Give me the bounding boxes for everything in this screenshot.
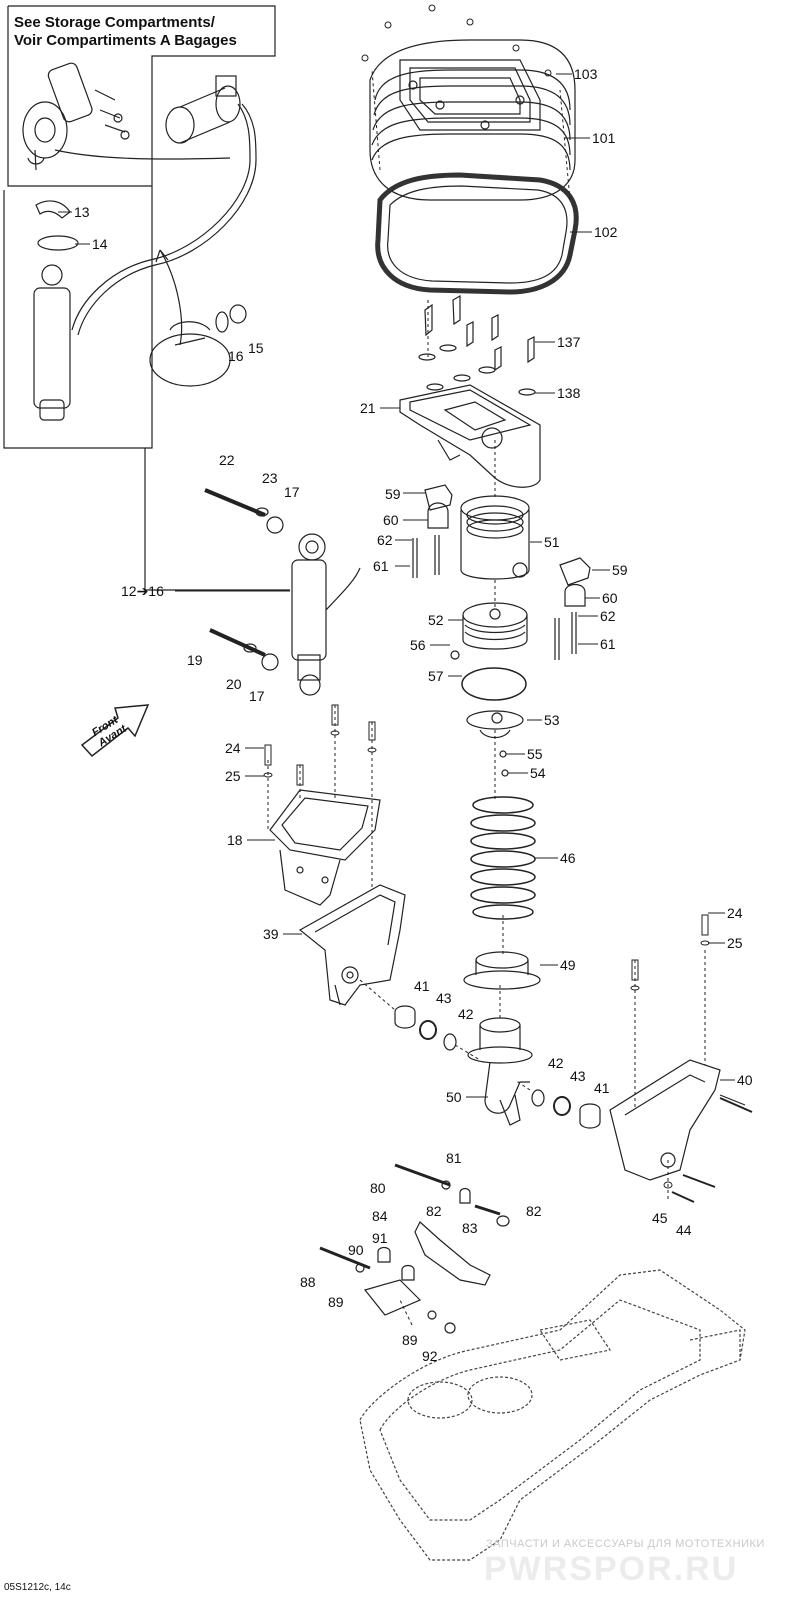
callout-62-left: 62	[377, 532, 393, 548]
inset-title-line1: See Storage Compartments/	[14, 14, 215, 31]
callout-16-inset: 16	[228, 348, 244, 364]
frame-drawing	[359, 1269, 746, 1561]
callout-23: 23	[262, 470, 278, 486]
inset-box	[3, 5, 290, 591]
callout-42-right: 42	[548, 1055, 564, 1071]
spring-46-drawing	[470, 796, 536, 920]
callout-17-lower: 17	[249, 688, 265, 704]
linkage-drawing	[319, 1163, 510, 1334]
callout-25-left: 25	[225, 768, 241, 784]
callout-101: 101	[592, 130, 616, 146]
callout-22: 22	[219, 452, 235, 468]
diagram-code: 05S1212c, 14c	[4, 1582, 71, 1593]
watermark-caption: ЗАПЧАСТИ И АКСЕССУАРЫ ДЛЯ МОТОТЕХНИКИ	[486, 1538, 765, 1550]
callout-52: 52	[428, 612, 444, 628]
leader-lines	[58, 73, 735, 1098]
callout-25-right: 25	[727, 935, 743, 951]
callout-61-right: 61	[600, 636, 616, 652]
callout-21: 21	[360, 400, 376, 416]
callout-55: 55	[527, 746, 543, 762]
callout-90: 90	[348, 1242, 364, 1258]
callout-39: 39	[263, 926, 279, 942]
callout-103: 103	[574, 66, 598, 82]
callout-89-lower: 89	[402, 1332, 418, 1348]
callout-18: 18	[227, 832, 243, 848]
callout-13: 13	[74, 204, 90, 220]
strut-50-drawing	[467, 1017, 533, 1126]
callout-61-left: 61	[373, 558, 389, 574]
callout-92: 92	[422, 1348, 438, 1364]
callout-24-left: 24	[225, 740, 241, 756]
callout-60-left: 60	[383, 512, 399, 528]
callout-57: 57	[428, 668, 444, 684]
callout-24-right: 24	[727, 905, 743, 921]
callout-80: 80	[370, 1180, 386, 1196]
housing-21-drawing	[399, 294, 541, 488]
inset-title-line2: Voir Compartiments A Bagages	[14, 32, 237, 49]
callout-82-right: 82	[526, 1203, 542, 1219]
assembly-axes	[267, 300, 706, 1326]
callout-45: 45	[652, 1210, 668, 1226]
callout-42-left: 42	[458, 1006, 474, 1022]
bracket-39-drawing	[298, 884, 406, 1006]
callout-40: 40	[737, 1072, 753, 1088]
callout-43-left: 43	[436, 990, 452, 1006]
front-arrow-icon	[80, 704, 150, 758]
callout-17-upper: 17	[284, 484, 300, 500]
callout-56: 56	[410, 637, 426, 653]
callout-46: 46	[560, 850, 576, 866]
shock-17-drawing	[204, 488, 361, 696]
callout-14: 14	[92, 236, 108, 252]
callout-19: 19	[187, 652, 203, 668]
callout-20: 20	[226, 676, 242, 692]
callout-88: 88	[300, 1274, 316, 1290]
callout-60-right: 60	[602, 590, 618, 606]
inset-reservoir-drawing	[22, 62, 257, 336]
callout-91: 91	[372, 1230, 388, 1246]
callout-84: 84	[372, 1208, 388, 1224]
callout-51: 51	[544, 534, 560, 550]
callout-15: 15	[248, 340, 264, 356]
boot-49-drawing	[463, 951, 541, 990]
callout-50: 50	[446, 1089, 462, 1105]
callout-62-right: 62	[600, 608, 616, 624]
callout-83: 83	[462, 1220, 478, 1236]
bracket-18-drawing	[269, 789, 381, 906]
callout-54: 54	[530, 765, 546, 781]
callout-53: 53	[544, 712, 560, 728]
callout-44: 44	[676, 1222, 692, 1238]
callout-102: 102	[594, 224, 618, 240]
callout-41-left: 41	[414, 978, 430, 994]
inset-title: See Storage Compartments/ Voir Compartim…	[14, 14, 237, 50]
callout-49: 49	[560, 957, 576, 973]
cover-101-drawing	[369, 39, 576, 201]
bushings-right-drawing	[531, 1089, 601, 1129]
small-bolts	[263, 704, 753, 1203]
callout-59-left: 59	[385, 486, 401, 502]
inset-shock-drawing	[33, 200, 247, 421]
fasteners-top	[361, 4, 571, 201]
callout-41-right: 41	[594, 1080, 610, 1096]
watermark-logo: PWRSPOR.RU	[484, 1550, 739, 1588]
callout-12-to-16: 12➔16	[121, 583, 164, 599]
callout-59-right: 59	[612, 562, 628, 578]
bushings-left-drawing	[394, 1005, 457, 1051]
callout-43-right: 43	[570, 1068, 586, 1084]
bracket-40-drawing	[609, 1059, 746, 1181]
cylinder-51-drawing	[412, 484, 591, 660]
callout-82-left: 82	[426, 1203, 442, 1219]
gasket-102-drawing	[375, 172, 579, 295]
spring-seat-drawing	[450, 602, 528, 777]
callout-89-upper: 89	[328, 1294, 344, 1310]
callout-138: 138	[557, 385, 581, 401]
callout-137: 137	[557, 334, 581, 350]
callout-81: 81	[446, 1150, 462, 1166]
